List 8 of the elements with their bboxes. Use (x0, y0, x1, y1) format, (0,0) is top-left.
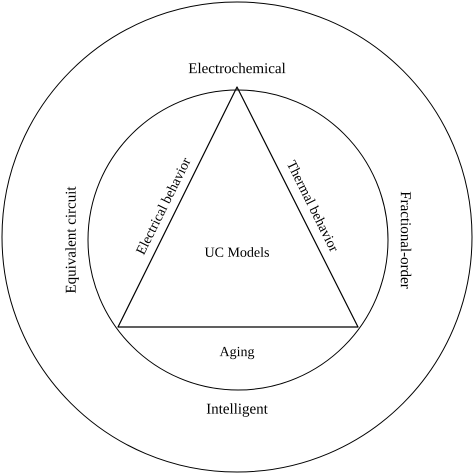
label: Fractional-order (400, 192, 412, 289)
label: Aging (220, 346, 254, 360)
label: UC Models (204, 247, 269, 257)
label: Equivalent circuit (65, 186, 79, 294)
triangle (117, 86, 359, 328)
label: Intelligent (206, 403, 268, 417)
label: Electrochemical (188, 62, 286, 74)
inner-circle (88, 90, 388, 390)
